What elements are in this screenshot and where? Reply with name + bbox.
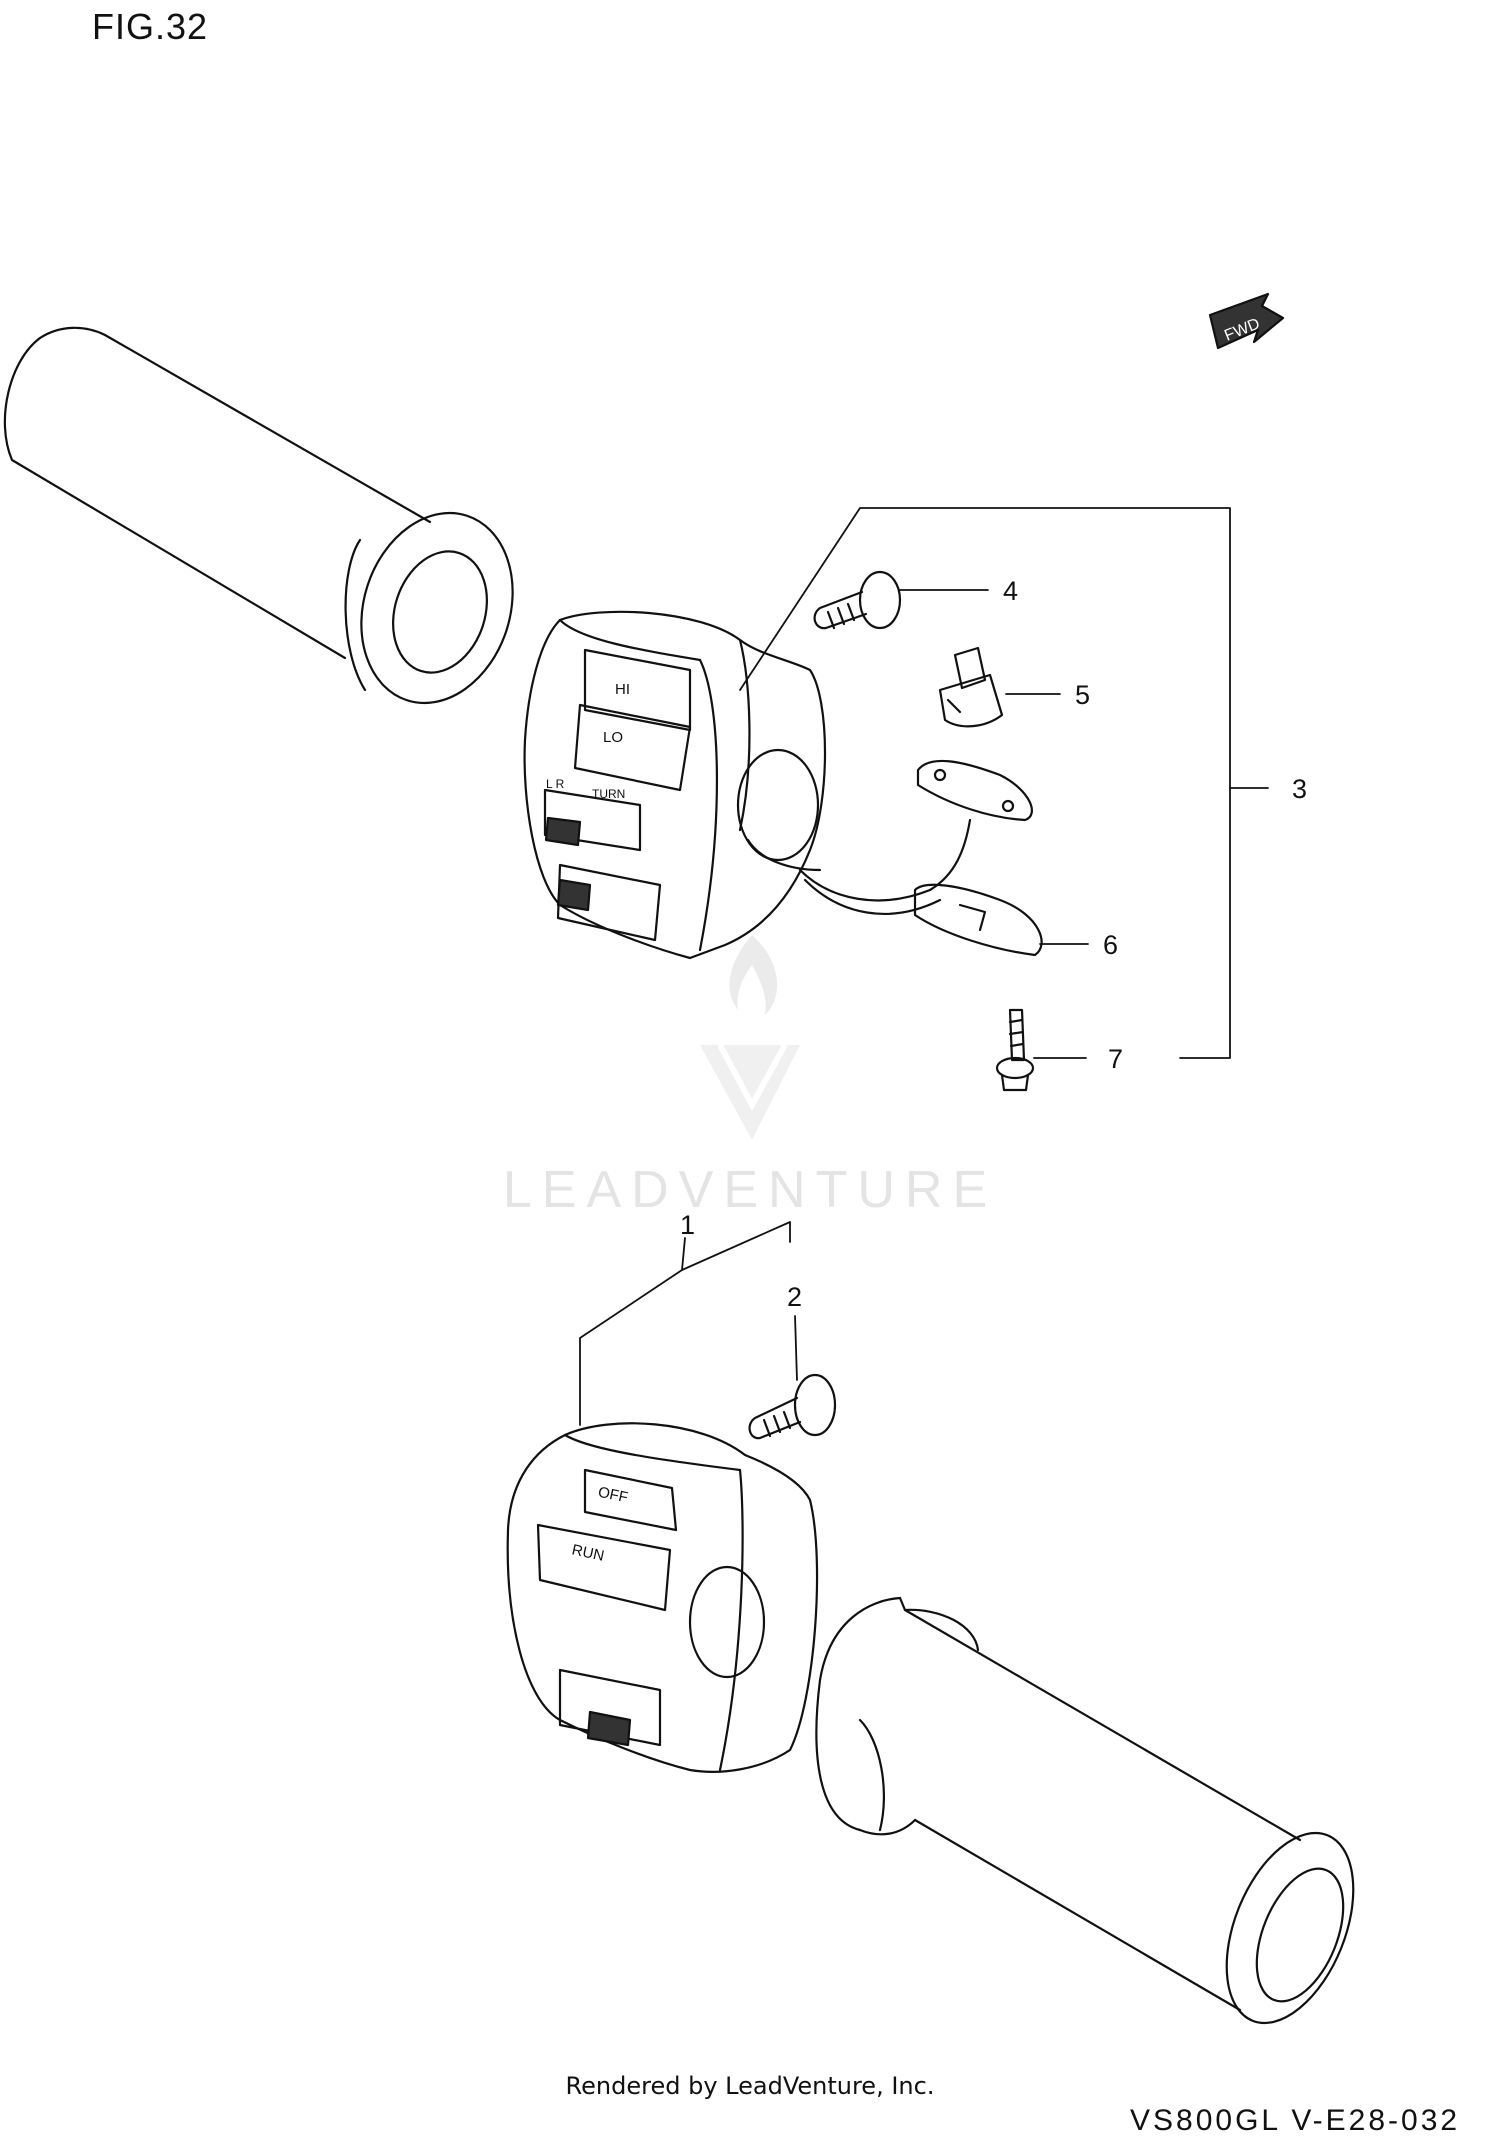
callout-3: 3 xyxy=(1292,774,1308,804)
right-throttle-grip xyxy=(815,1596,1355,2025)
callout-6: 6 xyxy=(1103,930,1119,960)
switch-label-run: RUN xyxy=(570,1541,605,1564)
switch-label-lr: L R xyxy=(546,777,565,791)
part-6-clamp xyxy=(913,759,1043,957)
part-5-switch-component xyxy=(938,646,1004,728)
switch-label-off: OFF xyxy=(597,1484,630,1507)
footer-rendered-by: Rendered by LeadVenture, Inc. xyxy=(565,2072,935,2100)
leadventure-logo-icon xyxy=(700,935,800,1140)
left-switch-housing xyxy=(523,610,972,960)
switch-label-hi: HI xyxy=(615,681,630,698)
part-7-screw xyxy=(995,1008,1035,1092)
callout-1: 1 xyxy=(680,1210,696,1240)
part-2-screw xyxy=(748,1373,837,1440)
switch-label-turn: TURN xyxy=(592,787,625,801)
callout-7: 7 xyxy=(1108,1044,1124,1074)
left-handlebar-grip xyxy=(3,326,514,705)
figure-title: FIG.32 xyxy=(92,6,209,47)
part-4-screw xyxy=(813,570,902,630)
right-switch-housing xyxy=(506,1422,819,1773)
switch-label-lo: LO xyxy=(603,729,623,746)
callout-2: 2 xyxy=(787,1282,803,1312)
watermark-text: LEADVENTURE xyxy=(502,1161,998,1219)
callout-5: 5 xyxy=(1075,680,1091,710)
footer-doc-code: VS800GL V-E28-032 xyxy=(1130,2104,1461,2137)
callout-4: 4 xyxy=(1003,576,1019,606)
fwd-arrow-icon: FWD xyxy=(1208,292,1285,350)
